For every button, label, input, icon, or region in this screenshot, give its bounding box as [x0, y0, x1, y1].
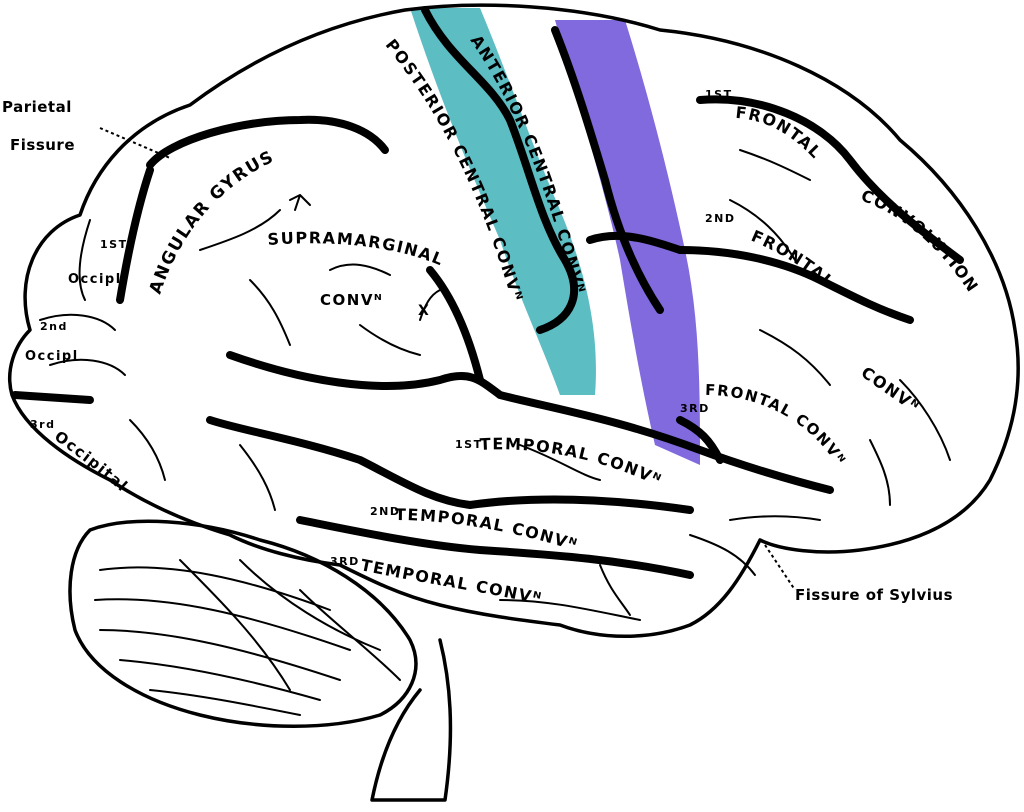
- first-occipital-label: Occipl: [68, 272, 122, 287]
- second-temporal-prefix: 2ND: [370, 505, 401, 518]
- third-temporal-label: TEMPORAL CONVᴺ: [359, 555, 544, 608]
- first-frontal-prefix: 1ST: [705, 88, 733, 101]
- angular-gyrus-label: ANGULAR GYRUS: [146, 147, 278, 297]
- first-temporal-label: TEMPORAL CONVᴺ: [479, 434, 665, 490]
- convolution-label: CONVOLUTION: [859, 186, 983, 296]
- parietal-fissure-pointer: [99, 127, 171, 159]
- postcentral-highlight: [410, 8, 596, 395]
- parietal-fissure-label-1: Parietal: [2, 98, 72, 116]
- first-temporal-prefix: 1ST: [455, 438, 483, 451]
- brainstem-outline: [370, 638, 453, 802]
- major-fissures: [11, 6, 964, 579]
- sylvius-pointer: [764, 544, 796, 591]
- second-occipital-label: Occipl: [25, 349, 79, 364]
- cerebellum-folia: [94, 559, 401, 716]
- third-temporal-prefix: 3RD: [330, 555, 360, 568]
- fissure-of-sylvius-label: Fissure of Sylvius: [795, 586, 953, 604]
- supramarginal-x-label: X: [418, 303, 430, 319]
- minor-sulci: [39, 149, 951, 621]
- supramarginal-label: SUPRAMARGINAL: [267, 228, 447, 269]
- third-frontal-prefix: 3RD: [680, 402, 710, 415]
- parietal-fissure-label-2: Fissure: [10, 136, 75, 154]
- cerebellum-outline: [68, 519, 418, 728]
- third-occipital-label: Occipital: [51, 427, 132, 495]
- supramarginal-conv-label: CONVᴺ: [320, 291, 383, 309]
- third-occipital-prefix: 3rd: [30, 418, 55, 431]
- first-occipital-prefix: 1ST: [100, 238, 128, 251]
- cerebrum-outline: [7, 3, 1020, 638]
- second-occipital-prefix: 2nd: [40, 320, 68, 333]
- second-frontal-prefix: 2ND: [705, 212, 736, 225]
- second-frontal-conv-label: CONVᴺ: [858, 363, 924, 417]
